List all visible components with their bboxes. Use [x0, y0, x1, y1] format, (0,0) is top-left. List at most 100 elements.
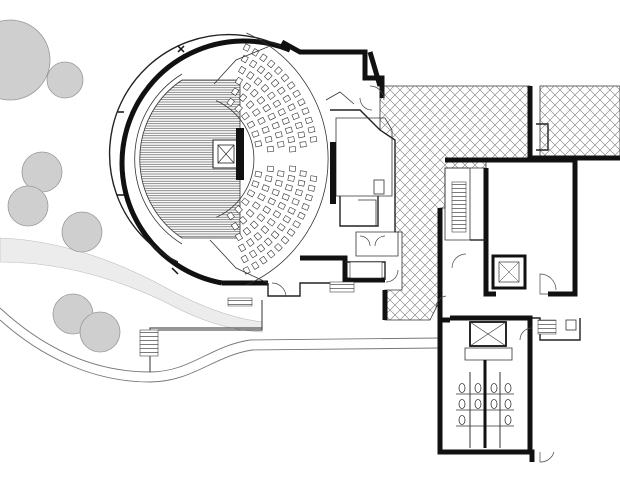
seat-icon — [226, 97, 235, 107]
seating-arc — [246, 32, 329, 286]
seat-icon — [291, 112, 300, 121]
seat-icon — [297, 98, 306, 107]
seat-icon — [277, 201, 286, 210]
seat-icon — [260, 225, 270, 235]
seat-icon — [248, 249, 258, 259]
toilet-icon — [458, 415, 466, 425]
seat-icon — [277, 170, 285, 177]
seat-icon — [286, 81, 296, 90]
seat-icon — [259, 53, 268, 63]
seat-icon — [297, 179, 306, 187]
seat-icon — [264, 135, 273, 143]
seat-icon — [253, 77, 263, 86]
seat-icon — [241, 197, 250, 207]
seat-icon — [281, 117, 290, 125]
seat-icon — [226, 211, 235, 221]
seat-icon — [294, 188, 303, 197]
seat-icon — [238, 215, 248, 225]
seat-icon — [299, 170, 307, 177]
walkway — [0, 237, 441, 383]
seat-icon — [288, 146, 297, 153]
seat-icon — [270, 230, 280, 240]
seat-icon — [238, 93, 248, 103]
seat-icon — [274, 131, 283, 139]
seat-icon — [280, 235, 290, 245]
seat-icon — [309, 175, 318, 182]
seat-icon — [256, 65, 266, 75]
seat-icon — [304, 193, 313, 202]
seat-icon — [260, 83, 270, 93]
seat-icon — [263, 71, 273, 81]
toilet-icon — [504, 383, 512, 393]
lobby-hatched-area — [379, 85, 620, 321]
toilet-icon — [504, 415, 512, 425]
seat-icon — [234, 205, 243, 214]
seat-icon — [245, 100, 255, 109]
seating — [215, 32, 329, 286]
seat-icon — [282, 94, 292, 103]
seat-icon — [288, 165, 297, 172]
seat-icon — [249, 88, 259, 98]
seat-icon — [262, 104, 271, 113]
tree-icon — [61, 211, 103, 253]
seat-icon — [263, 237, 273, 247]
seat-icon — [307, 184, 316, 192]
seat-icon — [238, 243, 247, 253]
seat-icon — [259, 255, 268, 265]
toilet-icon — [474, 383, 482, 393]
seat-icon — [271, 188, 280, 197]
seat-icon — [277, 108, 286, 117]
seat-icon — [286, 228, 296, 237]
seat-icon — [238, 65, 247, 75]
toilet-icon — [504, 399, 512, 409]
seat-icon — [249, 220, 259, 230]
seat-icon — [280, 73, 290, 83]
seat-icon — [266, 91, 276, 100]
seat-icon — [291, 197, 300, 206]
toilets — [458, 383, 512, 425]
seat-icon — [246, 189, 256, 198]
seat-icon — [287, 136, 295, 143]
seat-icon — [277, 141, 285, 148]
seat-icon — [282, 215, 292, 224]
seat-icon — [284, 184, 293, 192]
seat-icon — [254, 140, 263, 148]
seat-icon — [274, 179, 283, 187]
seat-icon — [240, 254, 249, 264]
toilet-icon — [474, 399, 482, 409]
seat-icon — [297, 211, 306, 220]
seat-icon — [266, 145, 275, 153]
stair-icon — [451, 181, 467, 233]
seat-icon — [272, 210, 282, 219]
elevator-icon — [491, 254, 527, 290]
seat-icon — [261, 126, 270, 134]
exit-markers — [117, 45, 185, 275]
seat-icon — [261, 184, 270, 192]
seat-icon — [299, 141, 307, 148]
seat-icon — [257, 116, 266, 125]
seat-icon — [242, 43, 251, 52]
seat-icon — [251, 261, 260, 270]
seat-icon — [301, 203, 310, 211]
toilet-icon — [490, 383, 498, 393]
seat-icon — [234, 232, 244, 242]
seat-icon — [234, 104, 243, 113]
seat-icon — [272, 99, 282, 108]
seat-icon — [246, 71, 255, 80]
stage — [134, 73, 244, 245]
seat-icon — [287, 175, 295, 182]
seat-icon — [294, 121, 303, 130]
seat-icon — [242, 226, 252, 236]
seat-icon — [267, 197, 276, 206]
seat-icon — [251, 108, 261, 117]
toilet-icon — [490, 399, 498, 409]
seat-icon — [253, 232, 263, 241]
seat-icon — [274, 243, 283, 252]
seat-icon — [234, 76, 244, 86]
seat-icon — [270, 78, 280, 88]
seat-icon — [287, 103, 296, 112]
seat-icon — [271, 121, 280, 130]
trees — [0, 19, 121, 353]
seat-icon — [230, 87, 240, 97]
